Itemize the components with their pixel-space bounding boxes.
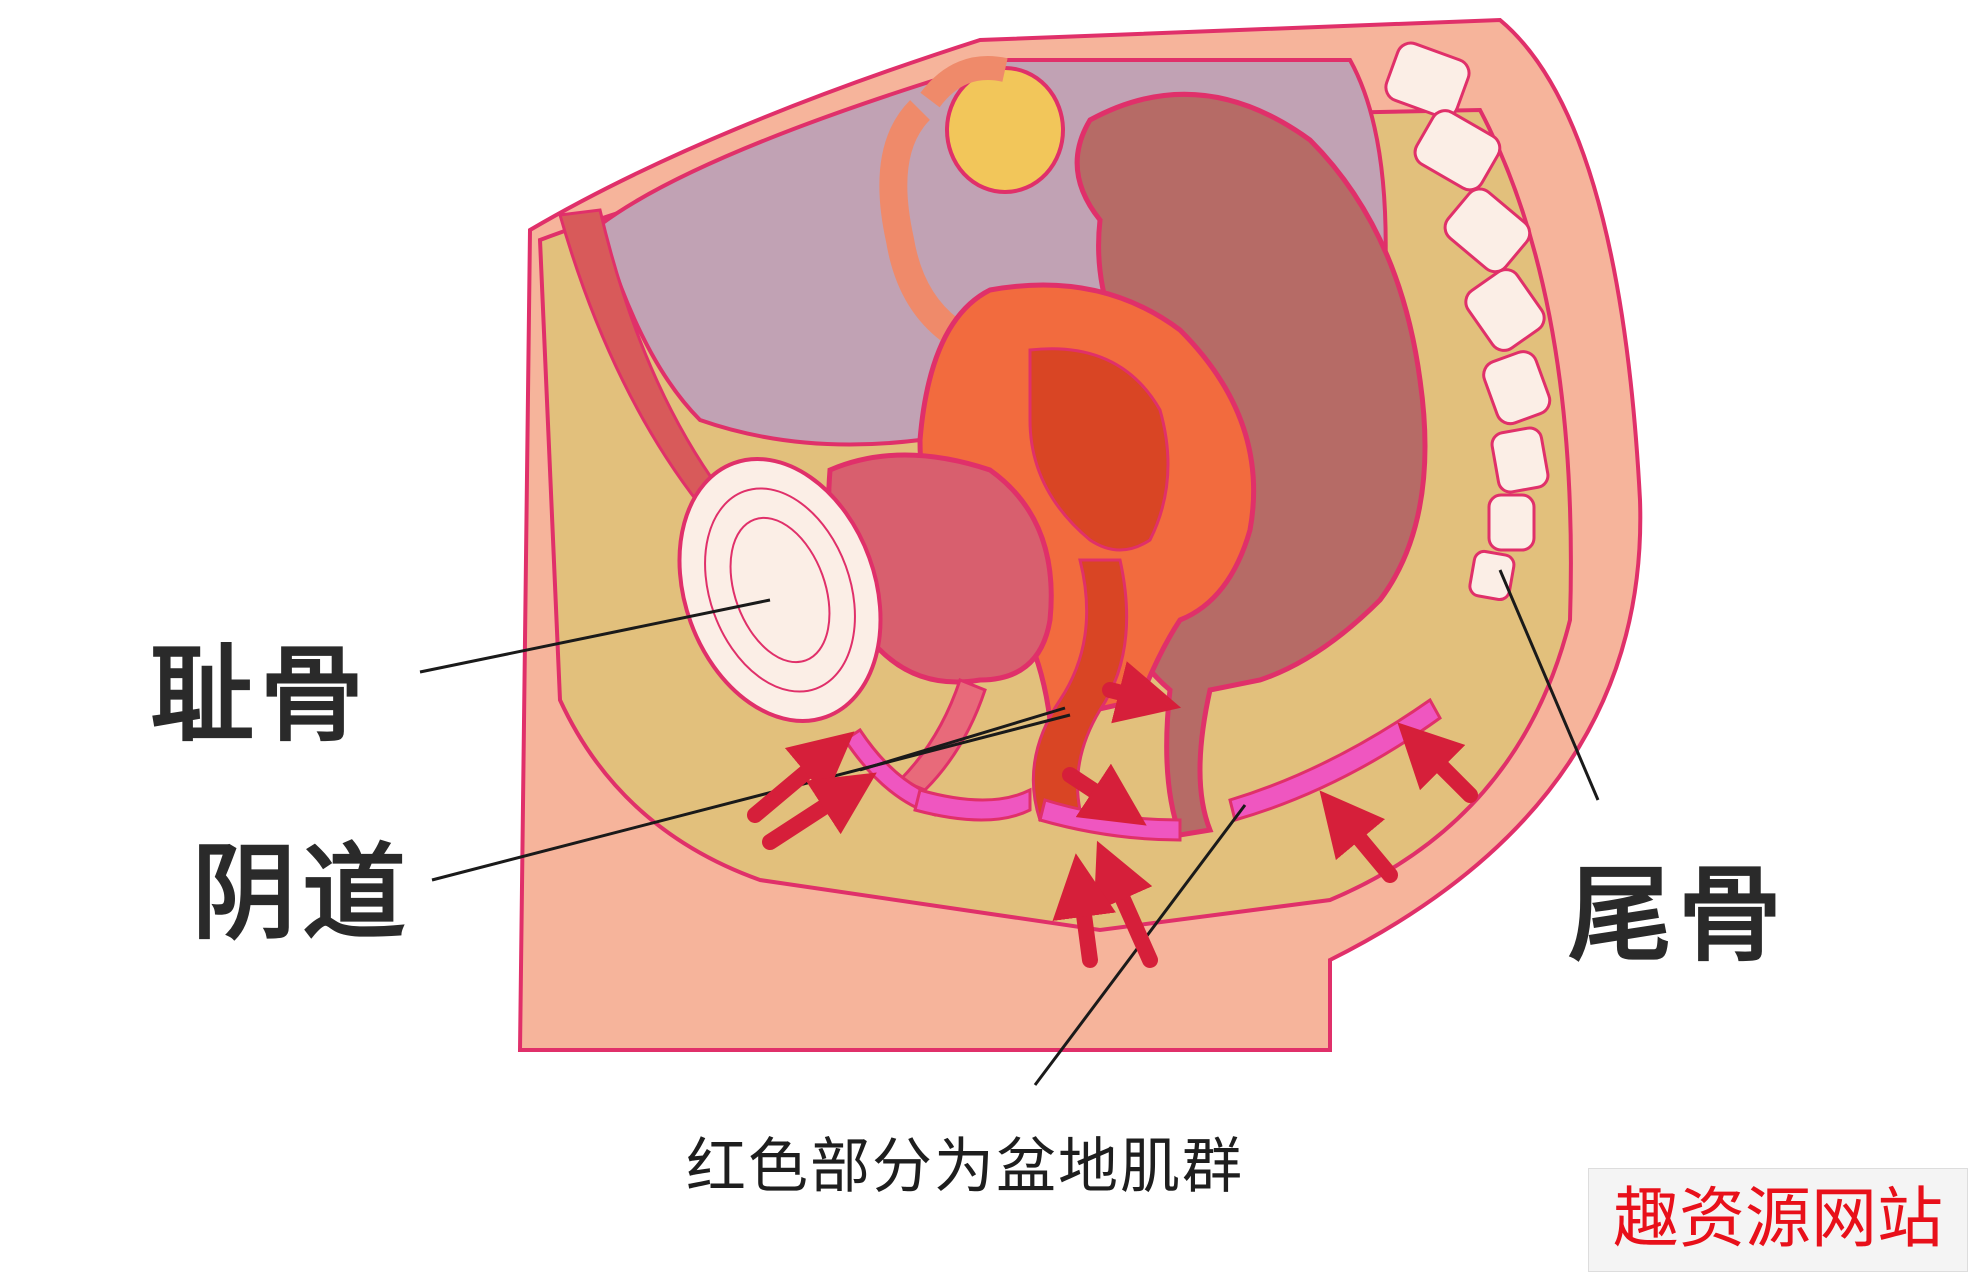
coccyx-label: 尾骨 [1568, 854, 1789, 976]
uterine-cavity [1028, 347, 1170, 552]
arrow-8 [1397, 722, 1478, 803]
arrow-3 [1093, 840, 1158, 968]
pubic-bone [677, 457, 883, 723]
arrow-7 [1319, 790, 1398, 883]
leader-line-coccyx [1498, 569, 1600, 801]
arrow-6 [1102, 661, 1182, 724]
pelvic-floor-muscles [842, 697, 1442, 842]
watermark: 趣资源网站 [1588, 1168, 1968, 1272]
leader-line-vagina-2 [859, 706, 1066, 772]
ovary [945, 66, 1065, 194]
pelvic-floor-arrows [747, 661, 1478, 968]
leader-line-vagina [431, 713, 1071, 882]
fallopian-tube [879, 100, 959, 342]
diagram-caption: 红色部分为盆地肌群 [686, 1132, 1244, 1202]
arrow-4 [1052, 853, 1116, 968]
arrow-2 [762, 772, 877, 850]
arrow-5 [1062, 763, 1147, 826]
arrow-1 [747, 731, 855, 823]
spine [1384, 41, 1552, 602]
leader-line-pubic [419, 598, 771, 674]
pubic-bone-label: 耻骨 [150, 634, 371, 756]
vagina-label: 阴道 [192, 832, 413, 954]
